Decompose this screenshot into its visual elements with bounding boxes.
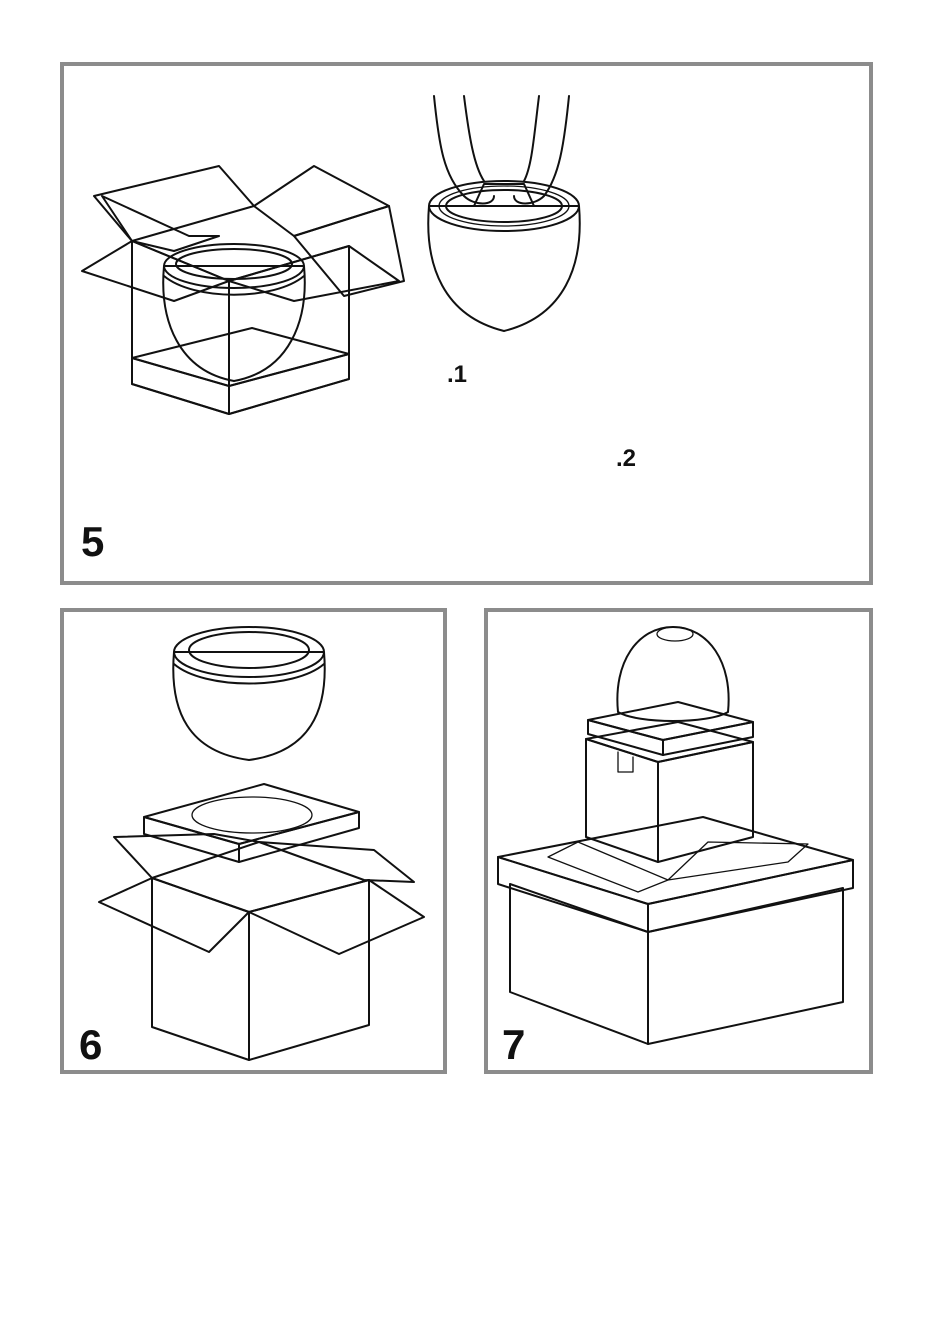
step-7-illustration: [488, 612, 869, 1070]
pot-lifted: [173, 627, 324, 760]
pot-inverted: [617, 627, 728, 721]
open-box: [99, 834, 424, 1060]
step-number: 7: [502, 1024, 525, 1066]
hands-inserting-ring: [428, 96, 579, 331]
substep-label: .2: [616, 447, 636, 471]
open-box-with-pot: [82, 166, 404, 414]
step-7-panel: 7: [484, 608, 873, 1074]
substep-label: .1: [447, 363, 467, 387]
step-number: 6: [79, 1024, 102, 1066]
step-number: 5: [81, 521, 104, 563]
step-5-panel: 5 .1 .2: [60, 62, 873, 585]
step-5-illustration: [64, 66, 869, 581]
step-6-panel: 6: [60, 608, 447, 1074]
step-6-illustration: [64, 612, 443, 1070]
foam-base: [144, 784, 359, 862]
